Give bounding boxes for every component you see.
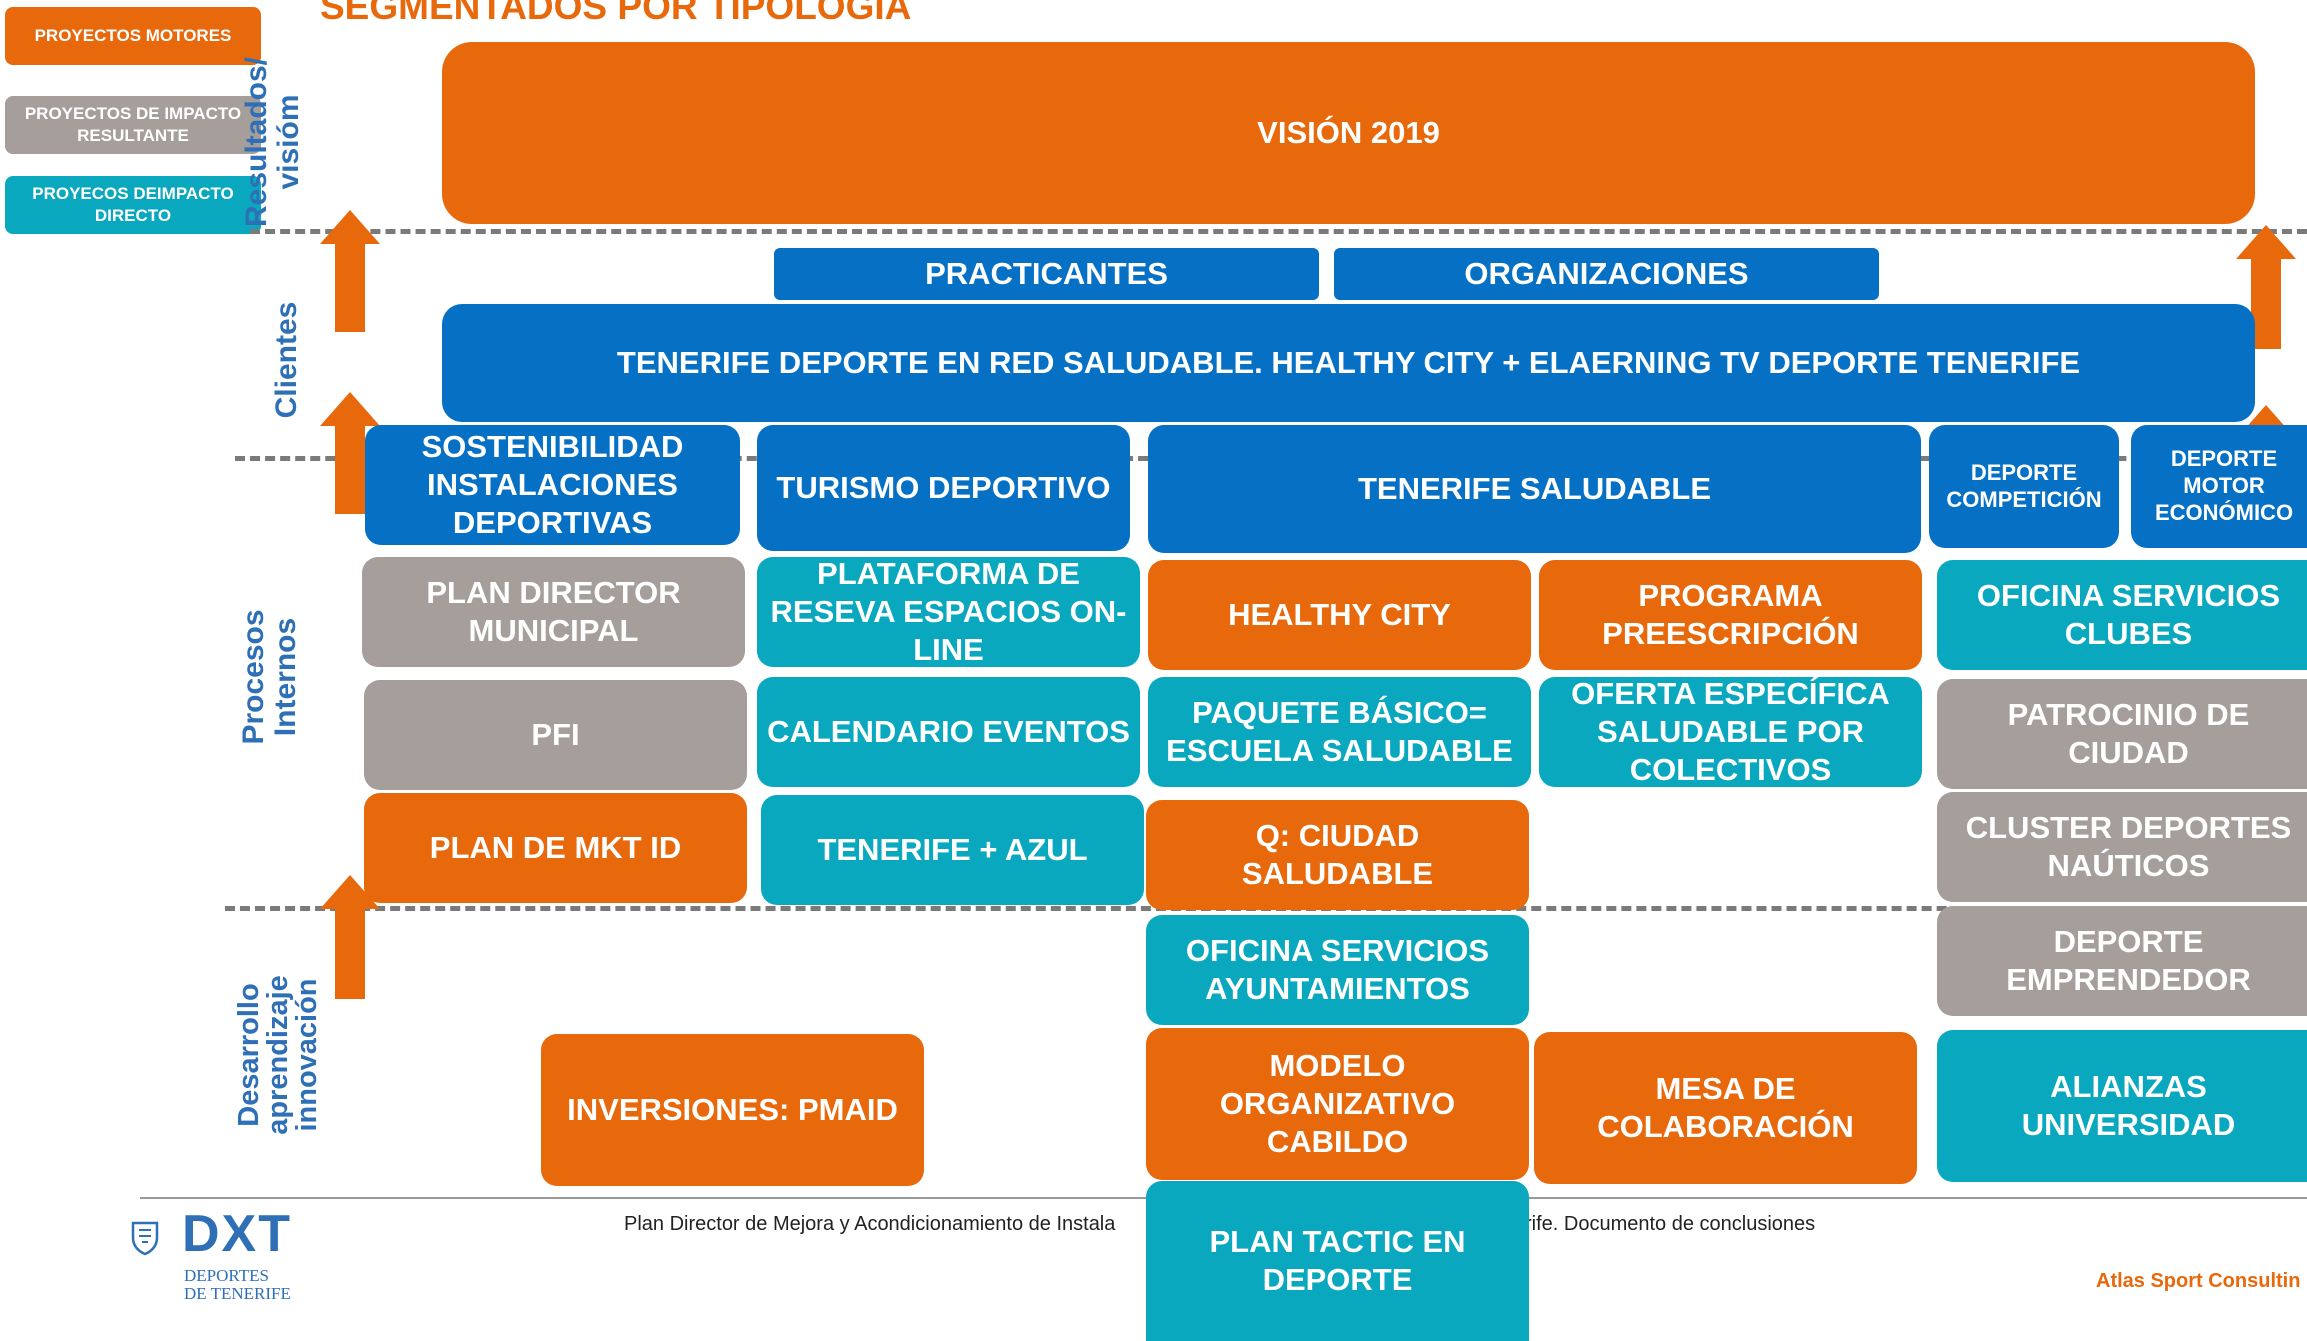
- cabildo-shield-icon: [130, 1220, 160, 1256]
- box-programa: PROGRAMA PREESCRIPCIÓN: [1539, 560, 1922, 670]
- box-calendario: CALENDARIO EVENTOS: [757, 677, 1140, 787]
- footer-credit: Atlas Sport Consultin: [2096, 1270, 2301, 1292]
- separator-vision-clientes: [250, 229, 2307, 234]
- box-paquete: PAQUETE BÁSICO= ESCUELA SALUDABLE: [1148, 677, 1531, 787]
- box-plan-mkt: PLAN DE MKT ID: [364, 793, 747, 903]
- dxt-logo-subtitle-1: DEPORTES: [184, 1266, 269, 1285]
- box-alianzas: ALIANZAS UNIVERSIDAD: [1937, 1030, 2307, 1182]
- box-deporte-competicion: DEPORTE COMPETICIÓN: [1929, 425, 2119, 548]
- box-deporte-motor: DEPORTE MOTOR ECONÓMICO: [2131, 425, 2307, 548]
- axis-label-resultados: Resultados/ visióm: [240, 56, 305, 228]
- box-practicantes: PRACTICANTES: [774, 248, 1319, 300]
- box-red-saludable: TENERIFE DEPORTE EN RED SALUDABLE. HEALT…: [442, 304, 2255, 422]
- box-tenerife-saludable: TENERIFE SALUDABLE: [1148, 425, 1921, 553]
- legend-motores: PROYECTOS MOTORES: [5, 7, 261, 65]
- footer-document-text-right: rife. Documento de conclusiones: [1525, 1213, 1816, 1235]
- box-modelo-organizativo: MODELO ORGANIZATIVO CABILDO: [1146, 1028, 1529, 1180]
- box-cluster: CLUSTER DEPORTES NAÚTICOS: [1937, 792, 2307, 902]
- page-title: SEGMENTADOS POR TIPOLOGÍA: [320, 0, 912, 27]
- arrow-up-icon: [320, 392, 380, 514]
- footer-document-text-left: Plan Director de Mejora y Acondicionamie…: [624, 1213, 1116, 1235]
- box-plataforma: PLATAFORMA DE RESEVA ESPACIOS ON-LINE: [757, 556, 1140, 667]
- box-deporte-emprendedor: DEPORTE EMPRENDEDOR: [1937, 906, 2307, 1016]
- box-organizaciones: ORGANIZACIONES: [1334, 248, 1879, 300]
- box-healthy-city: HEALTHY CITY: [1148, 560, 1531, 670]
- box-mesa-colaboracion: MESA DE COLABORACIÓN: [1534, 1032, 1917, 1184]
- box-pfi: PFI: [364, 680, 747, 790]
- axis-label-procesos: Procesos Internos: [237, 609, 302, 745]
- dxt-logo-subtitle-2: DE TENERIFE: [184, 1284, 291, 1303]
- box-oficina-clubes: OFICINA SERVICIOS CLUBES: [1937, 560, 2307, 670]
- box-oficina-ayuntamientos: OFICINA SERVICIOS AYUNTAMIENTOS: [1146, 915, 1529, 1025]
- arrow-up-icon: [320, 210, 380, 332]
- legend-impacto-directo: PROYECOS DEIMPACTO DIRECTO: [5, 176, 261, 234]
- dxt-logo: DXT: [182, 1205, 292, 1263]
- box-plan-tactic: PLAN TACTIC EN DEPORTE: [1146, 1181, 1529, 1341]
- axis-label-clientes: Clientes: [270, 301, 303, 419]
- legend-impacto-resultante: PROYECTOS DE IMPACTO RESULTANTE: [5, 96, 261, 154]
- arrow-up-icon: [2236, 225, 2296, 349]
- box-vision: VISIÓN 2019: [442, 42, 2255, 224]
- box-sostenibilidad: SOSTENIBILIDAD INSTALACIONES DEPORTIVAS: [365, 425, 740, 545]
- box-oferta: OFERTA ESPECÍFICA SALUDABLE POR COLECTIV…: [1539, 676, 1922, 787]
- box-tenerife-azul: TENERIFE + AZUL: [761, 795, 1144, 905]
- box-patrocinio: PATROCINIO DE CIUDAD: [1937, 679, 2307, 789]
- box-inversiones: INVERSIONES: PMAID: [541, 1034, 924, 1186]
- box-plan-director: PLAN DIRECTOR MUNICIPAL: [362, 557, 745, 667]
- box-turismo: TURISMO DEPORTIVO: [757, 425, 1130, 551]
- box-q-ciudad: Q: CIUDAD SALUDABLE: [1146, 800, 1529, 910]
